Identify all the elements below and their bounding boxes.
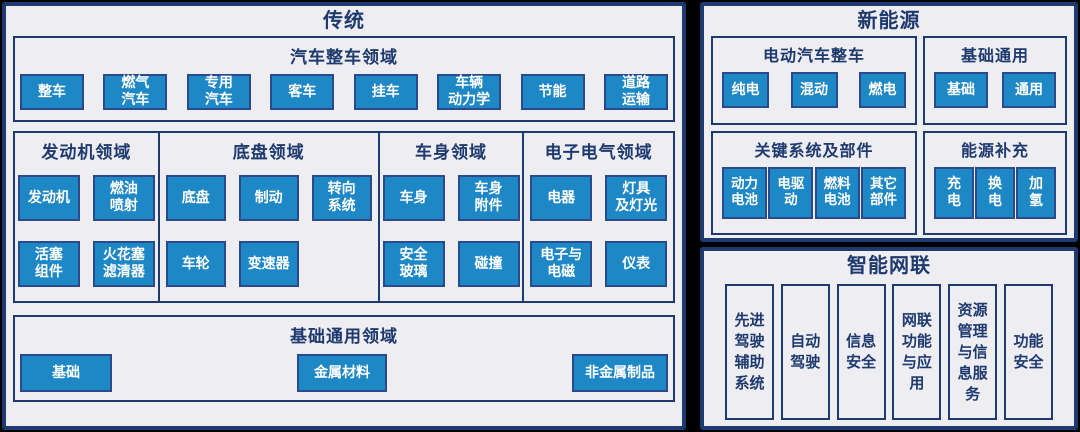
engine-domain-items: 发动机 燃油 喷射 活塞 组件 火花塞 滤清器 (15, 175, 158, 287)
box-base: 基础 (20, 354, 112, 392)
box-braking: 制动 (238, 175, 299, 221)
box-engine: 发动机 (17, 175, 80, 221)
box-connected-functions: 网联 功能 与应 用 (892, 284, 942, 420)
box-fuel-electric: 燃电 (859, 72, 906, 108)
electrical-domain-items: 电器 灯具 及灯光 电子与 电磁 仪表 (524, 175, 673, 287)
box-road-transport: 道路 运输 (603, 74, 668, 110)
box-collision: 碰撞 (457, 241, 520, 287)
box-body-accessories: 车身 附件 (457, 175, 520, 221)
section-electrical-domain-title: 电子电气领域 (544, 143, 653, 163)
section-body-domain: 车身领域 车身 车身 附件 安全 玻璃 碰撞 (377, 131, 525, 303)
box-ne-base: 基础 (934, 72, 988, 108)
box-special-vehicle: 专用 汽车 (186, 74, 251, 110)
box-ne-general: 通用 (1002, 72, 1056, 108)
box-electrics: 电器 (530, 175, 593, 221)
box-pure-electric: 纯电 (722, 72, 769, 108)
section-chassis-domain: 底盘领域 底盘 制动 转向 系统 车轮 变速器 (157, 131, 380, 303)
box-other-parts: 其它 部件 (860, 167, 906, 219)
panel-new-energy: 新能源 电动汽车整车 纯电 混动 燃电 基础通用 基础 通用 关键系统及部件 动… (700, 2, 1078, 242)
section-base-domain: 基础通用领域 基础 金属材料 非金属制品 (13, 315, 675, 402)
box-functional-safety: 功能 安全 (1003, 284, 1053, 420)
box-fuel-injection: 燃油 喷射 (92, 175, 155, 221)
box-autonomous-driving: 自动 驾驶 (780, 284, 830, 420)
box-gas-vehicle: 燃气 汽车 (103, 74, 168, 110)
box-hydrogen-refueling: 加 氢 (1016, 167, 1056, 219)
box-safety-glass: 安全 玻璃 (382, 241, 445, 287)
key-components-items: 动力 电池 电驱 动 燃料 电池 其它 部件 (713, 161, 915, 219)
box-battery-swap: 换 电 (975, 167, 1015, 219)
section-body-domain-title: 车身领域 (415, 143, 488, 163)
box-energy-saving: 节能 (520, 74, 585, 110)
section-engine-domain-title: 发动机领域 (41, 143, 132, 163)
box-metal-materials: 金属材料 (297, 354, 387, 392)
vehicle-domain-items: 整车 燃气 汽车 专用 汽车 客车 挂车 车辆 动力学 节能 道路 运输 (15, 68, 673, 110)
intelligent-connected-items: 先进 驾驶 辅助 系统 自动 驾驶 信息 安全 网联 功能 与应 用 资源 管理… (704, 280, 1074, 420)
box-adas: 先进 驾驶 辅助 系统 (725, 284, 774, 420)
box-vehicle-dynamics: 车辆 动力学 (437, 74, 502, 110)
base-domain-items: 基础 金属材料 非金属制品 (15, 347, 673, 392)
section-key-components: 关键系统及部件 动力 电池 电驱 动 燃料 电池 其它 部件 (711, 131, 917, 235)
ev-vehicle-items: 纯电 混动 燃电 (713, 66, 915, 108)
box-steering-system: 转向 系统 (311, 175, 372, 221)
new-energy-title: 新能源 (857, 8, 921, 32)
section-energy-supply-title: 能源补充 (960, 141, 1029, 160)
box-chassis: 底盘 (165, 175, 226, 221)
box-bus: 客车 (270, 74, 335, 110)
box-complete-vehicle: 整车 (20, 74, 84, 110)
section-ne-general-title: 基础通用 (960, 46, 1029, 65)
box-piston-assembly: 活塞 组件 (17, 241, 80, 287)
intelligent-connected-title: 智能网联 (847, 253, 931, 277)
box-wheel: 车轮 (165, 241, 226, 287)
box-power-battery: 动力 电池 (722, 167, 767, 219)
section-electrical-domain: 电子电气领域 电器 灯具 及灯光 电子与 电磁 仪表 (522, 131, 675, 303)
section-key-components-title: 关键系统及部件 (754, 141, 874, 160)
body-domain-items: 车身 车身 附件 安全 玻璃 碰撞 (380, 175, 523, 287)
section-chassis-domain-title: 底盘领域 (232, 143, 305, 163)
panel-intelligent-connected: 智能网联 先进 驾驶 辅助 系统 自动 驾驶 信息 安全 网联 功能 与应 用 … (700, 247, 1078, 430)
box-lamps-lighting: 灯具 及灯光 (605, 175, 668, 221)
section-base-domain-title: 基础通用领域 (290, 327, 398, 347)
box-info-security: 信息 安全 (836, 284, 886, 420)
box-instruments: 仪表 (605, 241, 668, 287)
traditional-middle-row: 发动机领域 发动机 燃油 喷射 活塞 组件 火花塞 滤清器 底盘领域 底盘 制动… (13, 131, 675, 303)
new-energy-grid: 电动汽车整车 纯电 混动 燃电 基础通用 基础 通用 关键系统及部件 动力 电池… (711, 36, 1067, 235)
box-hybrid: 混动 (790, 72, 838, 108)
box-transmission: 变速器 (238, 241, 299, 287)
ne-general-items: 基础 通用 (925, 66, 1065, 108)
chassis-domain-items: 底盘 制动 转向 系统 车轮 变速器 (160, 175, 378, 287)
box-body: 车身 (382, 175, 445, 221)
section-vehicle-domain: 汽车整车领域 整车 燃气 汽车 专用 汽车 客车 挂车 车辆 动力学 节能 道路… (13, 36, 675, 122)
box-electric-drive: 电驱 动 (768, 167, 814, 219)
box-resource-info-services: 资源 管理 与信 息服 务 (948, 284, 998, 420)
box-non-metal-products: 非金属制品 (572, 354, 668, 392)
section-vehicle-domain-title: 汽车整车领域 (290, 48, 398, 68)
section-ne-general: 基础通用 基础 通用 (923, 36, 1067, 125)
section-energy-supply: 能源补充 充 电 换 电 加 氢 (923, 131, 1067, 235)
energy-supply-items: 充 电 换 电 加 氢 (925, 161, 1065, 219)
box-electronics-emc: 电子与 电磁 (530, 241, 593, 287)
section-engine-domain: 发动机领域 发动机 燃油 喷射 活塞 组件 火花塞 滤清器 (13, 131, 160, 303)
section-ev-vehicle: 电动汽车整车 纯电 混动 燃电 (711, 36, 917, 125)
box-trailer: 挂车 (353, 74, 418, 110)
box-charging: 充 电 (934, 167, 974, 219)
traditional-title: 传统 (323, 8, 365, 32)
box-fuel-cell: 燃料 电池 (814, 167, 860, 219)
box-spark-plug-filter: 火花塞 滤清器 (92, 241, 155, 287)
section-ev-vehicle-title: 电动汽车整车 (762, 46, 865, 65)
panel-traditional: 传统 汽车整车领域 整车 燃气 汽车 专用 汽车 客车 挂车 车辆 动力学 节能… (2, 2, 686, 430)
